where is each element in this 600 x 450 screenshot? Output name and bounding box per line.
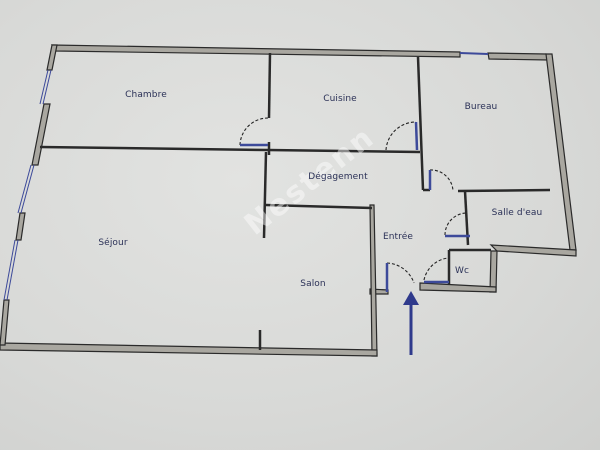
room-label-entree: Entrée xyxy=(382,232,414,242)
room-label-salon: Salon xyxy=(300,279,326,289)
room-label-sejour: Séjour xyxy=(98,238,128,248)
windows xyxy=(3,52,489,301)
door-leaves xyxy=(240,121,470,292)
room-label-cuisine: Cuisine xyxy=(323,94,357,104)
entrance-arrow-icon xyxy=(403,291,419,355)
room-label-degagement: Dégagement xyxy=(308,172,368,182)
door-swings xyxy=(239,117,468,284)
room-label-wc: Wc xyxy=(454,266,470,276)
outer-walls xyxy=(0,44,577,357)
room-label-bureau: Bureau xyxy=(464,102,498,112)
room-label-salle-d-eau: Salle d'eau xyxy=(491,208,543,218)
room-label-chambre: Chambre xyxy=(125,90,167,100)
